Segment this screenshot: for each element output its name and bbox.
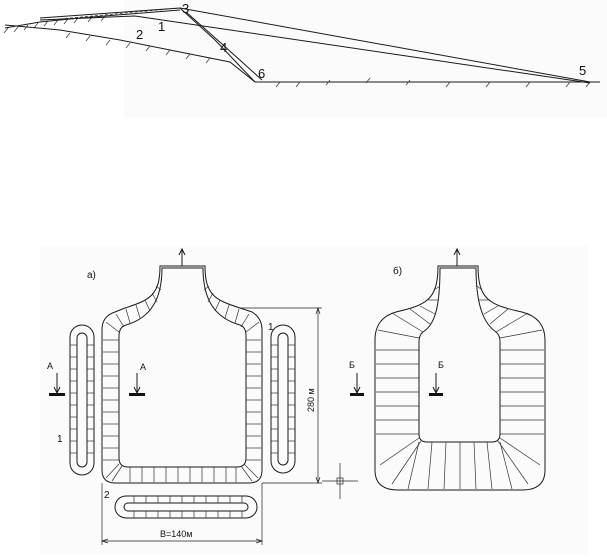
plan-panel-a: а) bbox=[47, 247, 358, 545]
section-marker-b-left bbox=[350, 373, 364, 396]
pit-b-hatch bbox=[376, 285, 544, 490]
dump-label-right: 1 bbox=[268, 322, 274, 333]
dim-arrow-left bbox=[100, 538, 109, 544]
dump-right-hatch bbox=[271, 344, 295, 454]
section-b-inner-label: Б bbox=[438, 360, 444, 370]
dim-arrow-right bbox=[255, 538, 264, 544]
dump-label-bottom: 2 bbox=[104, 490, 110, 501]
pit-b-outer-contour bbox=[374, 265, 546, 491]
dump-left-hatch bbox=[70, 344, 94, 454]
panel-b-label: б) bbox=[393, 265, 402, 277]
floor-hatch bbox=[275, 77, 591, 88]
pit-a-hatch bbox=[103, 285, 261, 482]
dim-arrow-bottom bbox=[315, 476, 321, 485]
dump-right-outer bbox=[270, 324, 296, 474]
dump-label-left: 1 bbox=[57, 434, 63, 445]
cross-section-profile: 3 2 1 4 6 5 bbox=[3, 1, 600, 88]
outflow-arrowhead bbox=[178, 247, 186, 256]
dump-bottom-hatch bbox=[133, 496, 243, 518]
panel-a-label: а) bbox=[87, 270, 96, 281]
section-a-left-label: А bbox=[47, 361, 53, 371]
pit-slope bbox=[179, 7, 256, 83]
slope-hatch bbox=[65, 32, 211, 64]
dim-width-text: B=140м bbox=[160, 529, 192, 539]
dump-bottom-inner bbox=[123, 502, 249, 512]
label-4: 4 bbox=[220, 40, 227, 55]
crosshair-icon bbox=[322, 463, 358, 499]
dashed-line bbox=[59, 7, 181, 20]
dim-height-text: 280 м bbox=[306, 388, 316, 412]
outflow-arrowhead-b bbox=[453, 247, 461, 256]
label-5: 5 bbox=[579, 63, 586, 78]
dump-left-outer bbox=[69, 324, 95, 476]
dump-bottom-outer bbox=[114, 495, 258, 519]
label-6: 6 bbox=[258, 66, 265, 81]
dump-right-inner bbox=[277, 332, 289, 466]
pit-slope-inner bbox=[185, 11, 263, 81]
pit-outer-contour bbox=[101, 265, 263, 484]
profile-panel-bg bbox=[124, 0, 607, 118]
dim-arrow-top bbox=[315, 306, 321, 315]
section-marker-a-left bbox=[49, 373, 65, 396]
section-b-left-label: Б bbox=[349, 360, 355, 370]
section-a-inner-label: А bbox=[140, 362, 146, 372]
label-3: 3 bbox=[182, 1, 189, 16]
ground-hatch-left bbox=[3, 15, 106, 34]
dump-inner-line bbox=[39, 15, 591, 84]
pit-inner-contour bbox=[118, 267, 247, 468]
plan-panel-b: б) bbox=[349, 247, 546, 491]
dump-left-inner bbox=[76, 332, 88, 468]
section-marker-b-inner bbox=[429, 373, 443, 396]
label-1: 1 bbox=[158, 19, 165, 34]
section-marker-a-inner bbox=[129, 373, 145, 396]
label-2: 2 bbox=[136, 27, 143, 42]
